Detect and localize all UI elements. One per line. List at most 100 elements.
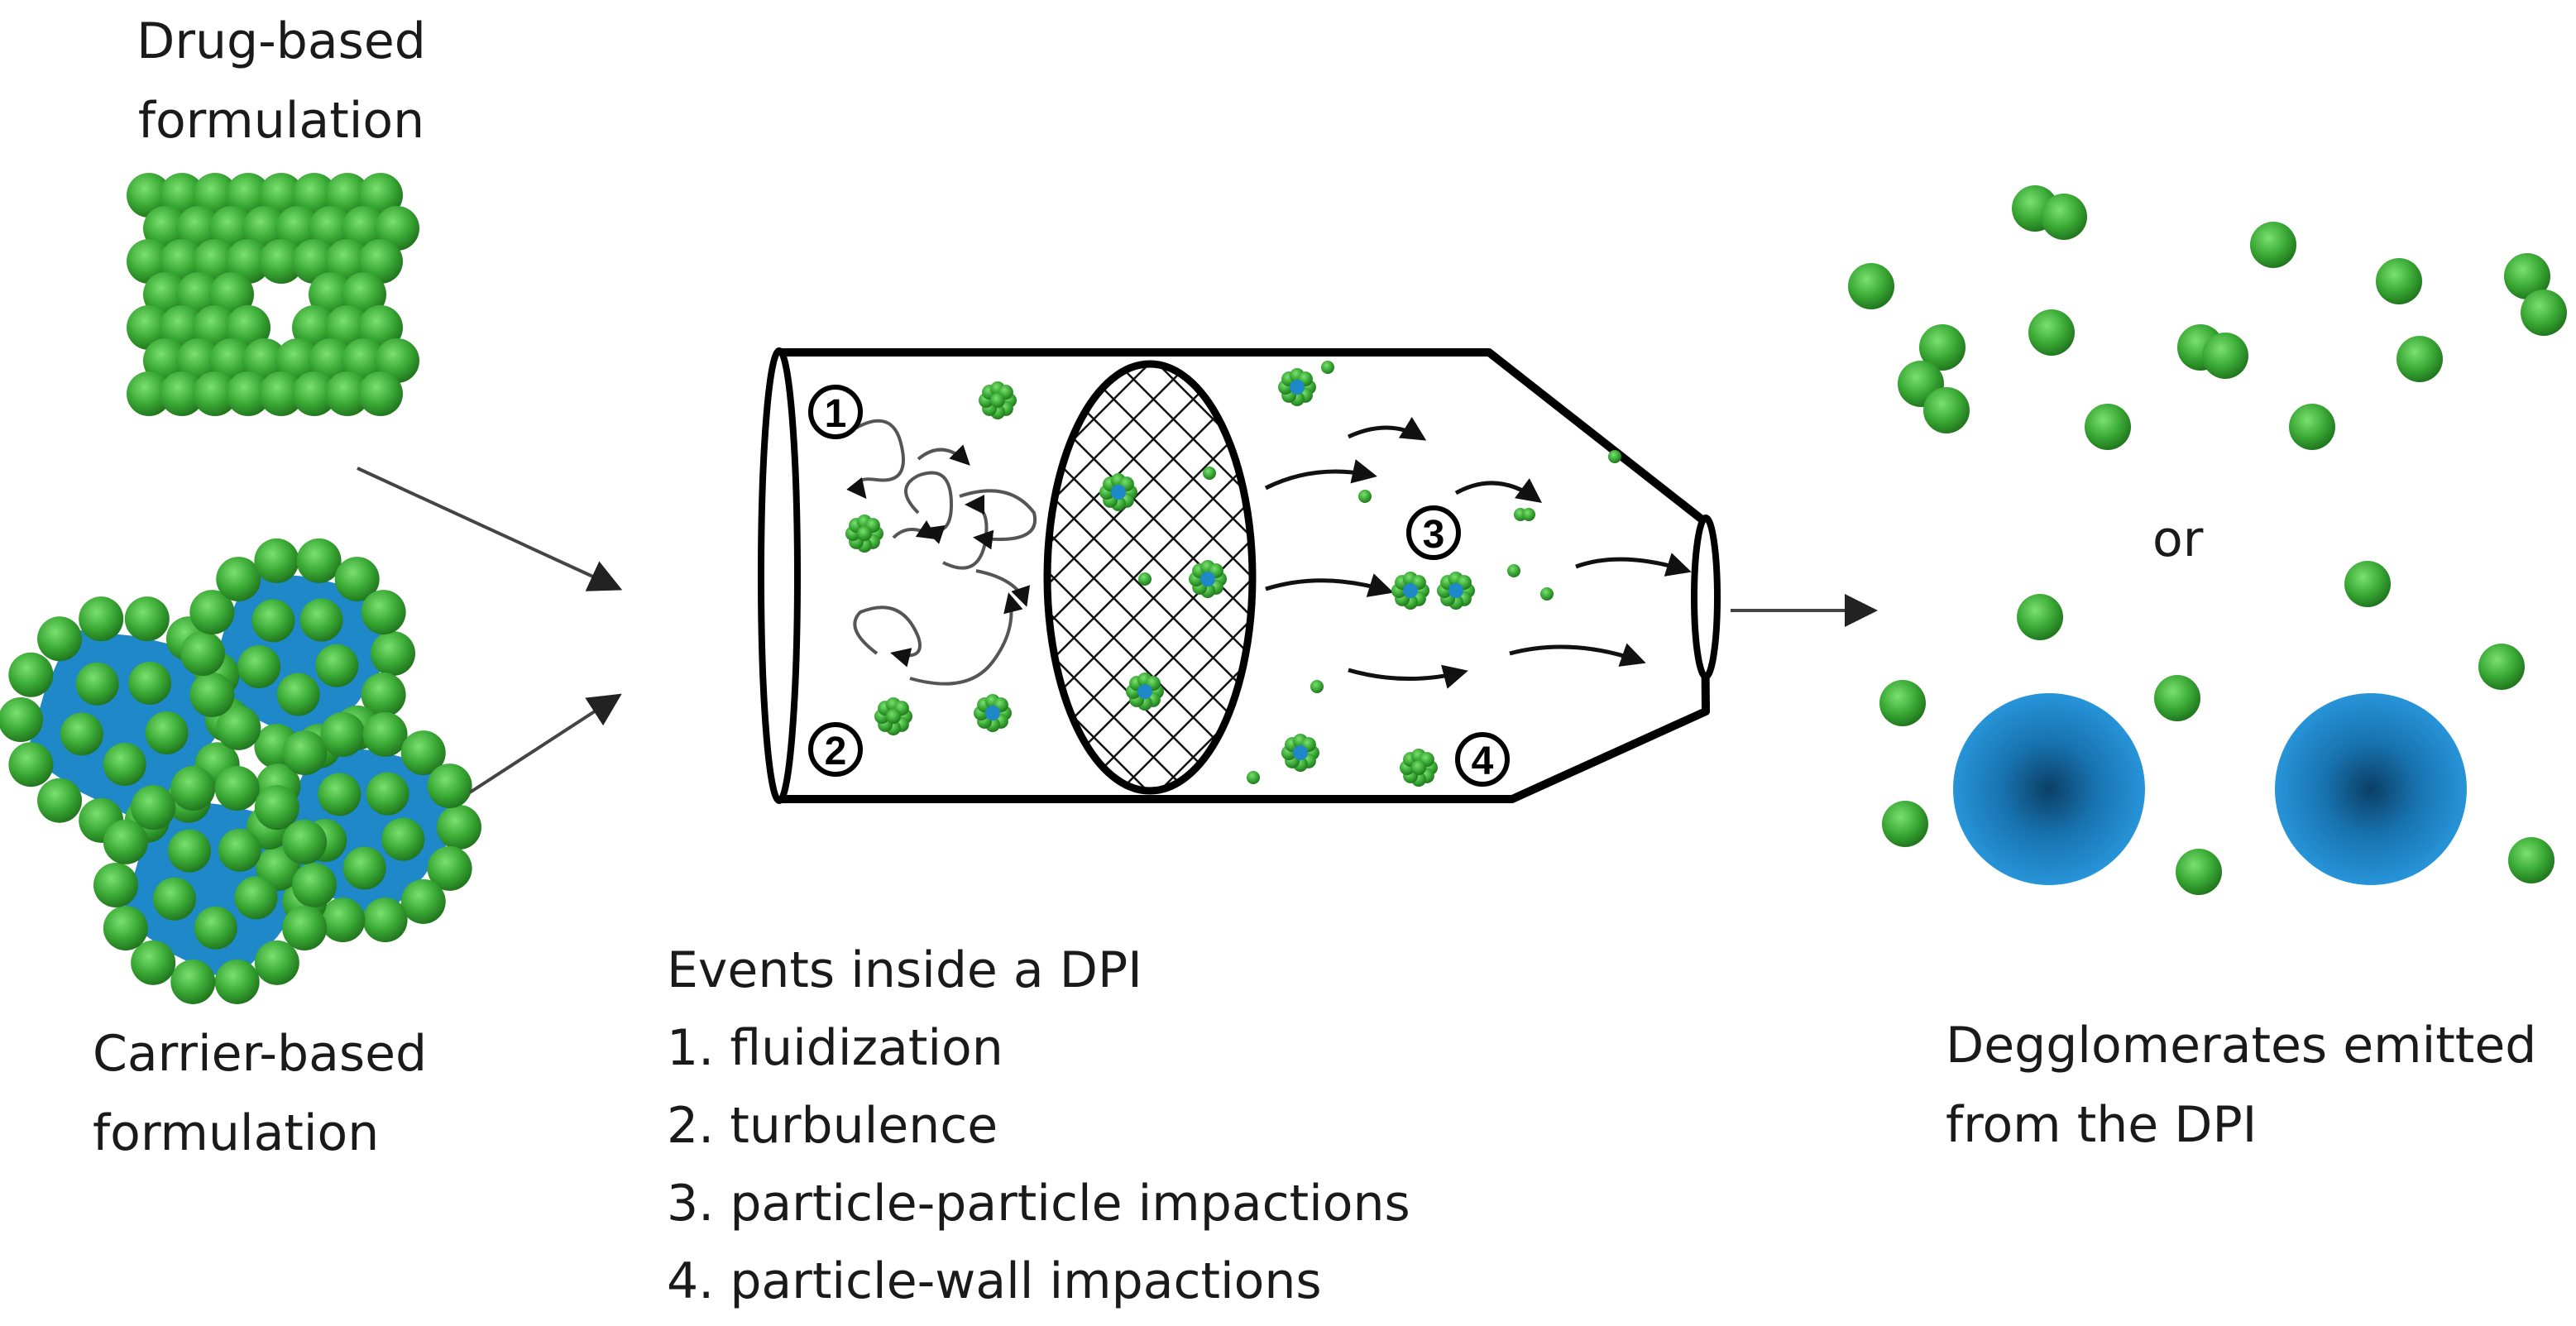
- drug-particle: [1137, 684, 1152, 699]
- drug-particle: [209, 272, 254, 317]
- drug-particle: [292, 371, 337, 416]
- drug-particle: [216, 705, 261, 750]
- drug-particle: [2396, 336, 2443, 382]
- drug-particle: [1540, 587, 1554, 601]
- drug-particle: [427, 764, 472, 809]
- drug-particle: [1358, 490, 1372, 503]
- events-heading: Events inside a DPI: [667, 941, 1142, 999]
- drug-particle: [358, 173, 403, 218]
- drug-particle: [254, 538, 299, 583]
- turbulence-swirls: [846, 419, 1037, 686]
- drug-particle: [127, 239, 171, 284]
- event-item: 3. particle-particle impactions: [667, 1175, 1410, 1233]
- carrier-based-label-line1: Carrier-based: [93, 1025, 428, 1083]
- drug-particle: [2041, 194, 2087, 240]
- drug-particle: [103, 819, 148, 864]
- drug-particle: [216, 557, 261, 602]
- drug-particle: [167, 829, 211, 873]
- emitted-carriers: [1953, 693, 2467, 885]
- drug-particle: [124, 596, 170, 642]
- drug-particle: [1919, 324, 1966, 371]
- drug-particle: [2508, 837, 2554, 883]
- drug-particle: [427, 845, 472, 891]
- drug-particle: [309, 338, 353, 383]
- drug-particle: [320, 711, 366, 757]
- svg-text:3: 3: [1423, 513, 1445, 557]
- carrier-based-agglomerates: [0, 538, 481, 1004]
- drug-based-label-line2: formulation: [137, 92, 425, 150]
- drug-particle: [143, 206, 188, 251]
- drug-particle: [366, 772, 409, 816]
- drug-particle: [160, 371, 204, 416]
- drug-particle: [1247, 771, 1260, 784]
- drug-particle: [242, 206, 287, 251]
- drug-particle: [275, 206, 320, 251]
- drug-particle: [276, 673, 320, 716]
- drug-particle: [1403, 583, 1418, 598]
- drug-particle: [209, 338, 254, 383]
- or-label: or: [2152, 510, 2204, 568]
- drug-particle: [160, 239, 204, 284]
- drug-particle: [381, 817, 425, 861]
- drug-particle: [194, 906, 237, 950]
- drug-particle: [259, 173, 304, 218]
- emitted-label-line1: Degglomerates emitted: [1946, 1017, 2537, 1075]
- drug-particle: [358, 305, 403, 350]
- drug-particle: [143, 338, 188, 383]
- drug-particle: [2521, 290, 2567, 336]
- drug-particle: [153, 877, 197, 921]
- drug-particle: [176, 338, 221, 383]
- event-item: 1. fluidization: [667, 1019, 1003, 1077]
- drug-particle: [218, 828, 261, 872]
- drug-particle: [160, 305, 204, 350]
- drug-particle: [131, 785, 176, 831]
- drug-particle: [176, 272, 221, 317]
- drug-particle: [170, 959, 216, 1004]
- drug-particle: [2154, 675, 2200, 721]
- svg-text:1: 1: [825, 392, 847, 436]
- drug-particle: [2478, 644, 2525, 690]
- drug-particle: [275, 338, 320, 383]
- drug-particle: [2176, 849, 2222, 895]
- drug-particle: [127, 305, 171, 350]
- drug-particle: [79, 596, 124, 642]
- event-item: 2. turbulence: [667, 1097, 998, 1155]
- drug-particle: [234, 876, 278, 920]
- drug-based-label-line1: Drug-based: [136, 12, 426, 70]
- drug-particle: [8, 742, 54, 787]
- drug-particle: [985, 706, 1000, 720]
- drug-particle: [400, 878, 446, 924]
- drug-particle: [103, 742, 146, 786]
- svg-text:2: 2: [825, 730, 847, 773]
- drug-particle: [296, 538, 342, 583]
- drug-particle: [209, 206, 254, 251]
- drug-particle: [193, 371, 237, 416]
- drug-particle: [325, 173, 370, 218]
- drug-based-agglomerate: [127, 173, 419, 416]
- drug-particle: [189, 672, 235, 717]
- drug-particle: [170, 766, 216, 811]
- dpi-device: [758, 347, 1721, 804]
- carrier-particle: [2275, 693, 2467, 885]
- drug-particle: [282, 906, 328, 951]
- drug-particle: [362, 711, 408, 757]
- event-marker-3: 3: [1406, 505, 1461, 560]
- drug-particle: [131, 940, 176, 985]
- drug-particle: [292, 173, 337, 218]
- event-marker-1: 1: [808, 385, 863, 439]
- drug-particle: [292, 305, 337, 350]
- drug-particle: [226, 371, 271, 416]
- drug-particle: [334, 557, 380, 602]
- event-markers: 1 2 3 4: [808, 385, 1510, 787]
- drug-particle: [1882, 801, 1928, 847]
- event-marker-2: 2: [808, 722, 863, 777]
- drug-particle: [160, 173, 204, 218]
- drug-particle: [857, 526, 872, 541]
- drug-particle: [282, 819, 328, 864]
- drug-particle: [127, 371, 171, 416]
- drug-particle: [60, 712, 103, 756]
- drug-particle: [400, 730, 446, 776]
- drug-particle: [990, 393, 1005, 408]
- drug-particle: [259, 371, 304, 416]
